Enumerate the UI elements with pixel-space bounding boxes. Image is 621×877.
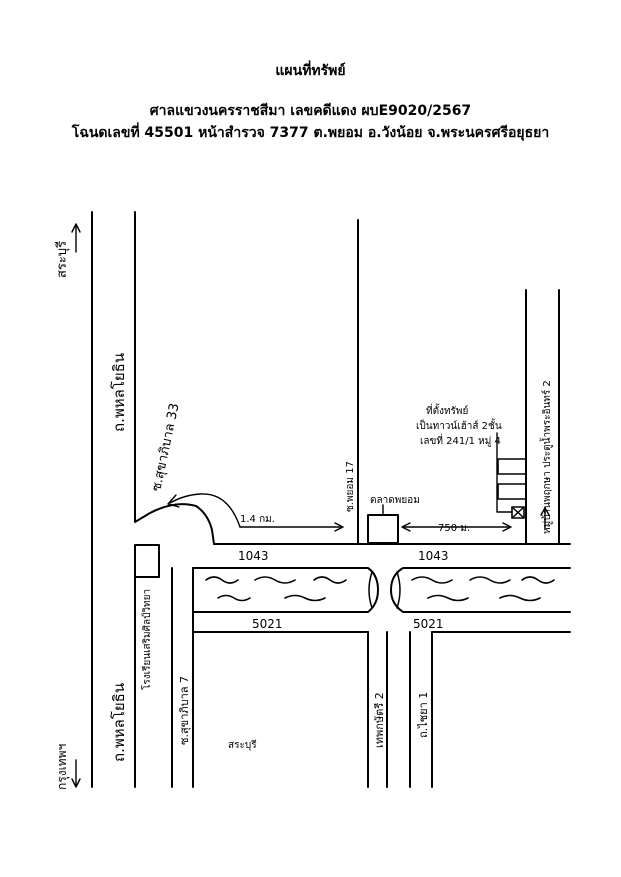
property-leader — [496, 432, 513, 513]
property-label-line-3: เลขที่ 241/1 หมู่ 4 — [420, 433, 501, 447]
property-label-line-1: ที่ตั้งทรัพย์ — [426, 403, 468, 417]
main-road-bottom-label: ถ.พหลโยธิน — [110, 683, 128, 762]
soi-sukhaphiban-7-label: ซ.สุขาภิบาล 7 — [178, 676, 191, 745]
property-label-line-2: เป็นทาวน์เฮ้าส์ 2ชั้น — [416, 418, 502, 432]
north-arrow-head — [71, 223, 81, 233]
median-notch-left — [368, 571, 373, 609]
median-notch-right — [396, 571, 401, 609]
soi-sukhaphiban-33-label: ซ.สุขาภิบาล 33 — [149, 402, 182, 493]
distance-1-label: 1.4 กม. — [240, 514, 275, 525]
road-1043-right-label: 1043 — [418, 549, 449, 563]
water-mark — [499, 594, 541, 602]
village-arrow-head — [540, 507, 550, 516]
water-mark — [205, 576, 239, 584]
map-title: แผนที่ทรัพย์ — [275, 63, 346, 79]
area-saraburi-label: สระบุรี — [228, 739, 257, 751]
water-mark — [254, 576, 296, 584]
distance-1-curve-arrow — [169, 493, 241, 528]
soi-chaiya-1-label: ถ.ไชยา 1 — [417, 692, 430, 738]
townhouse-block — [497, 458, 527, 475]
road-1043-median-right — [390, 567, 571, 613]
water-mark — [469, 576, 511, 584]
school-label: โรงเรียนเสริมศิลป์วิทยา — [140, 589, 153, 690]
village-label: หมู่บ้านพฤกษา ประตูน้ำพระอินทร์ 2 — [539, 380, 553, 534]
road-1043-median-left — [192, 567, 379, 613]
market-building — [367, 514, 399, 544]
direction-bottom-label: กรุงเทพฯ — [55, 744, 70, 790]
soi-phayom-17-label: ซ.พยอม 17 — [345, 461, 356, 512]
soi-thepkasat-2-label: เทพกษัตรี 2 — [373, 692, 386, 748]
water-mark — [427, 594, 469, 602]
water-mark — [217, 594, 251, 602]
main-road-top-label: ถ.พหลโยธิน — [110, 353, 128, 432]
distance-2-label: 750 ม. — [438, 523, 470, 534]
deed-line: โฉนดเลขที่ 45501 หน้าสำรวจ 7377 ต.พยอม อ… — [71, 125, 550, 141]
water-mark — [411, 576, 453, 584]
property-marker-cross — [511, 506, 525, 519]
water-mark — [313, 576, 347, 584]
main-road-right-edge-top — [134, 211, 215, 545]
water-mark — [521, 576, 555, 584]
townhouse-block — [497, 483, 527, 500]
arrowhead — [334, 522, 344, 532]
school-building — [135, 544, 160, 578]
road-1043-left-label: 1043 — [238, 549, 269, 563]
south-arrow-head — [71, 778, 81, 788]
market-label: ตลาดพยอม — [370, 495, 420, 506]
arrowhead — [502, 522, 512, 532]
road-5021-right-label: 5021 — [413, 617, 444, 631]
arrowhead — [167, 494, 180, 508]
arrowhead — [401, 522, 411, 532]
court-case-line: ศาลแขวงนครราชสีมา เลขคดีแดง ผบE9020/2567 — [149, 103, 472, 119]
road-5021-left-label: 5021 — [252, 617, 283, 631]
direction-top-label: สระบุรี — [54, 241, 70, 278]
water-mark — [284, 594, 326, 602]
